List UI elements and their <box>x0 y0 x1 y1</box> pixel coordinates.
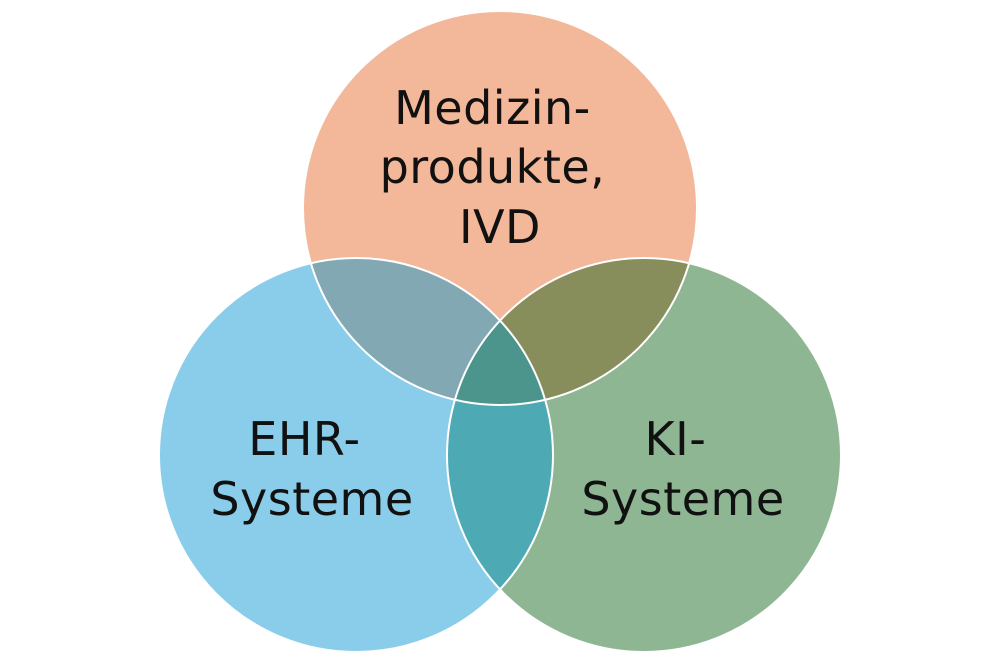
label-ehr-systeme-line-2: Systeme <box>210 472 413 526</box>
circle-outlines <box>158 10 842 653</box>
label-medizinprodukte-line-2: produkte, <box>380 140 606 194</box>
label-medizinprodukte-line-3: IVD <box>459 200 541 254</box>
label-ki-systeme-line-1: KI- <box>645 412 707 466</box>
label-ki-systeme: KI- Systeme <box>581 412 784 526</box>
label-medizinprodukte: Medizin- produkte, IVD <box>380 81 621 254</box>
label-ki-systeme-line-2: Systeme <box>581 472 784 526</box>
overlap-medizin-ehr <box>303 258 553 405</box>
overlap-medizin-ki <box>447 258 697 405</box>
label-ehr-systeme: EHR- Systeme <box>210 412 413 526</box>
label-medizinprodukte-line-1: Medizin- <box>394 81 591 135</box>
label-ehr-systeme-line-1: EHR- <box>248 412 360 466</box>
